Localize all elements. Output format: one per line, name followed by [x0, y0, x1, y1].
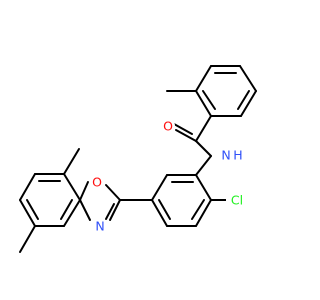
methyl-bond	[63, 148, 80, 175]
bond	[240, 90, 257, 117]
bond	[19, 173, 36, 201]
carbonyl-double-bond	[173, 123, 193, 135]
oxygen-atom-label: O	[92, 175, 102, 190]
bond	[63, 199, 81, 227]
bond	[195, 65, 212, 92]
nitrogen-atom-label: N	[95, 219, 104, 234]
bond	[239, 65, 257, 92]
bond	[202, 90, 216, 110]
bond	[109, 199, 121, 221]
bond	[195, 115, 212, 142]
bond	[151, 199, 168, 227]
label-oxazole-nitrogen: N	[93, 219, 107, 234]
label-carbonyl-oxygen: O	[161, 119, 175, 134]
bond	[79, 181, 89, 201]
label-oxazole-oxygen: O	[90, 175, 104, 190]
bond	[26, 199, 39, 220]
bond	[195, 155, 212, 176]
bond	[237, 90, 250, 110]
methyl-bond	[19, 225, 36, 253]
bond	[195, 90, 212, 117]
label-chlorine: Cl	[226, 193, 248, 208]
bond	[158, 199, 171, 220]
bond	[151, 174, 168, 201]
bond	[105, 203, 115, 220]
molecule-canvas: O N H Cl O N	[19, 65, 257, 253]
benzo-ring	[19, 148, 81, 253]
hydrogen-atom-label: H	[233, 148, 242, 163]
methylphenyl-ring	[166, 65, 257, 117]
bond	[60, 199, 73, 220]
molecule-structure: O N H Cl O N	[19, 65, 257, 253]
bond	[191, 199, 205, 220]
carbonyl-double-bond	[175, 129, 197, 142]
chlorine-atom-label: Cl	[231, 193, 243, 208]
bond	[105, 184, 121, 201]
amide-group	[173, 115, 212, 176]
bond	[19, 199, 36, 227]
oxygen-atom-label: O	[163, 119, 173, 134]
label-amide-nitrogen: N H	[218, 148, 244, 163]
bond	[63, 173, 81, 201]
nitrogen-atom-label: N	[221, 148, 230, 163]
chlorophenyl-ring	[151, 174, 227, 227]
bond	[195, 174, 212, 201]
oxazole-ring	[79, 181, 121, 221]
bond	[195, 140, 212, 157]
bond	[79, 199, 91, 221]
bond	[195, 199, 212, 227]
